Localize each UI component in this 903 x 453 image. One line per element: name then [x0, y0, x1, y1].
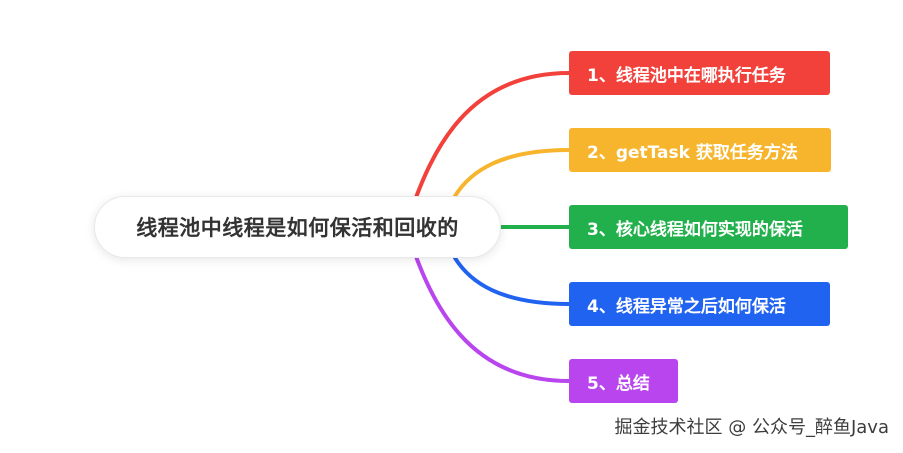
branch-label-3: 3、核心线程如何实现的保活: [587, 219, 803, 240]
connector-branch-1: [408, 71, 571, 216]
branch-node-4[interactable]: 4、线程异常之后如何保活: [569, 282, 830, 326]
branch-label-1: 1、线程池中在哪执行任务: [587, 65, 786, 86]
branch-node-3[interactable]: 3、核心线程如何实现的保活: [569, 205, 848, 249]
root-topic-node[interactable]: 线程池中线程是如何保活和回收的: [94, 196, 501, 258]
connector-branch-5: [408, 238, 571, 383]
watermark-text: 掘金技术社区 @ 公众号_醉鱼Java: [614, 417, 889, 438]
branch-node-1[interactable]: 1、线程池中在哪执行任务: [569, 51, 830, 95]
branch-node-2[interactable]: 2、getTask 获取任务方法: [569, 128, 831, 172]
branch-node-5[interactable]: 5、总结: [569, 359, 678, 403]
connector-branch-4: [453, 256, 571, 306]
branch-label-2: 2、getTask 获取任务方法: [587, 142, 798, 163]
root-topic-label: 线程池中线程是如何保活和回收的: [136, 216, 459, 240]
branch-label-5: 5、总结: [587, 373, 650, 394]
branch-label-4: 4、线程异常之后如何保活: [587, 296, 786, 317]
connector-branch-2: [453, 148, 571, 198]
